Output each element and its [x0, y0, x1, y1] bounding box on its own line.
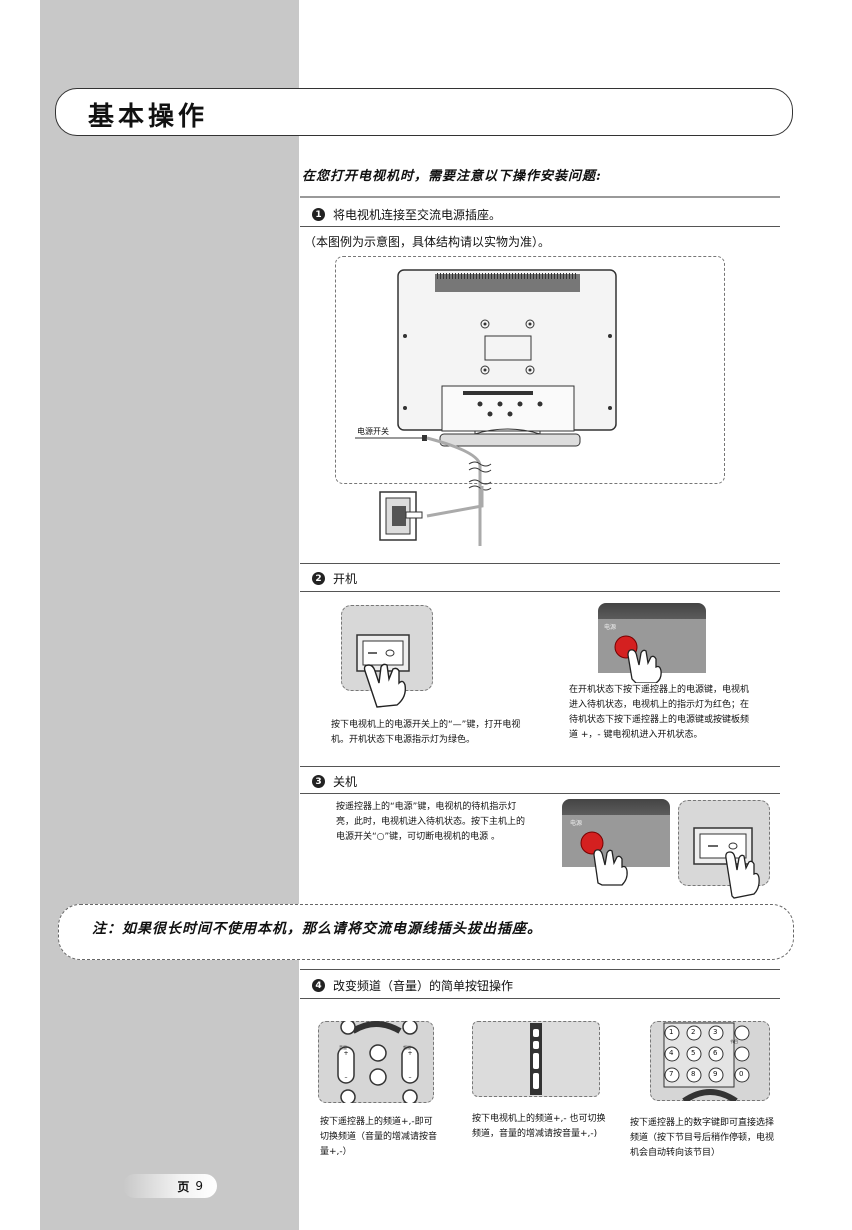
- remote-label-channel: 频道: [403, 1045, 411, 1050]
- page-label: 页: [177, 1179, 190, 1194]
- key-2: 2: [691, 1028, 696, 1036]
- tv-side-buttons-illustration: [530, 1023, 542, 1095]
- svg-text:–: –: [345, 1074, 348, 1081]
- key-1: 1: [669, 1028, 674, 1036]
- step1-subtext: （本图例为示意图，具体结构请以实物为准）。: [304, 235, 551, 249]
- step3-heading-text: 关机: [333, 775, 358, 789]
- step4-caption-tv: 按下电视机上的频道+,- 也可切换频道，音量的增减请按音量+,-): [472, 1114, 606, 1139]
- step4-caption-remote: 按下遥控器上的频道+,-即可切换频道（音量的增减请按音量+,-）: [320, 1117, 438, 1157]
- power-switch-label: 电源开关: [357, 427, 389, 436]
- keypad-illustration: [663, 1022, 750, 1101]
- key-3: 3: [713, 1028, 718, 1036]
- svg-text:+: +: [343, 1050, 348, 1057]
- step3-panel-label: 电源: [570, 820, 583, 827]
- tv-back-illustration: [355, 269, 617, 546]
- step4-heading: 4 改变频道（音量）的简单按钮操作: [312, 977, 513, 994]
- key-0: 0: [739, 1070, 744, 1078]
- step2-heading-text: 开机: [333, 572, 358, 586]
- step3-heading: 3 关机: [312, 773, 357, 790]
- step2-left-caption: 按下电视机上的电源开关上的“—”键，打开电视机。开机状态下电源指示灯为绿色。: [331, 720, 521, 745]
- step2-remote-power-press: [598, 603, 706, 683]
- step4-bullet: 4: [312, 979, 325, 992]
- step2-bullet: 2: [312, 572, 325, 585]
- step1-divider: [300, 226, 780, 227]
- step2-power-switch-press: [356, 634, 410, 708]
- step2-top-divider: [300, 563, 780, 564]
- tv-diagram-frame: [335, 256, 725, 484]
- step3-remote-power-press: [562, 799, 670, 886]
- step2-panel-label: 电源: [604, 624, 617, 631]
- key-9: 9: [713, 1070, 718, 1078]
- title-frame: [55, 88, 793, 136]
- wall-outlet-illustration: [379, 486, 484, 541]
- step3-divider: [300, 793, 780, 794]
- remote-channel-illustration: + – + –: [337, 1021, 419, 1103]
- step4-caption-keypad: 按下遥控器上的数字键即可直接选择频道（按下节目号后稍作停顿，电视机会自动转向该节…: [630, 1118, 775, 1158]
- step4-top-divider: [300, 969, 780, 970]
- step3-top-divider: [300, 766, 780, 767]
- step2-heading: 2 开机: [312, 570, 357, 587]
- key-4: 4: [669, 1049, 674, 1057]
- keypad-label-program: 节目: [730, 1039, 738, 1044]
- page-number: 9: [195, 1179, 203, 1193]
- intro-text: 在您打开电视机时，需要注意以下操作安装问题:: [302, 169, 602, 184]
- remote-label-volume: 音量: [339, 1045, 347, 1050]
- note-frame: [58, 904, 794, 960]
- step3-power-switch-press: [693, 827, 760, 899]
- key-8: 8: [691, 1070, 696, 1078]
- page-title: 基本操作: [88, 102, 209, 132]
- step3-caption: 按遥控器上的“电源”键，电视机的待机指示灯亮，此时，电视机进入待机状态。按下主机…: [336, 802, 526, 842]
- key-6: 6: [713, 1049, 718, 1057]
- key-7: 7: [669, 1070, 674, 1078]
- step2-divider: [300, 591, 780, 592]
- key-5: 5: [691, 1049, 696, 1057]
- step4-heading-text: 改变频道（音量）的简单按钮操作: [333, 979, 514, 993]
- step3-bullet: 3: [312, 775, 325, 788]
- step1-heading: 1 将电视机连接至交流电源插座。: [312, 206, 501, 223]
- svg-text:–: –: [409, 1074, 412, 1081]
- step1-heading-text: 将电视机连接至交流电源插座。: [333, 208, 502, 222]
- step2-right-caption: 在开机状态下按下遥控器上的电源键，电视机进入待机状态，电视机上的指示灯为红色；在…: [569, 685, 750, 740]
- step1-bullet: 1: [312, 208, 325, 221]
- page-number-badge: 页 9: [123, 1174, 217, 1198]
- left-sidebar: [40, 0, 299, 1230]
- note-text: 注：如果很长时间不使用本机，那么请将交流电源线插头拔出插座。: [92, 921, 542, 937]
- intro-divider: [300, 196, 780, 198]
- svg-text:+: +: [407, 1050, 412, 1057]
- step4-divider: [300, 998, 780, 999]
